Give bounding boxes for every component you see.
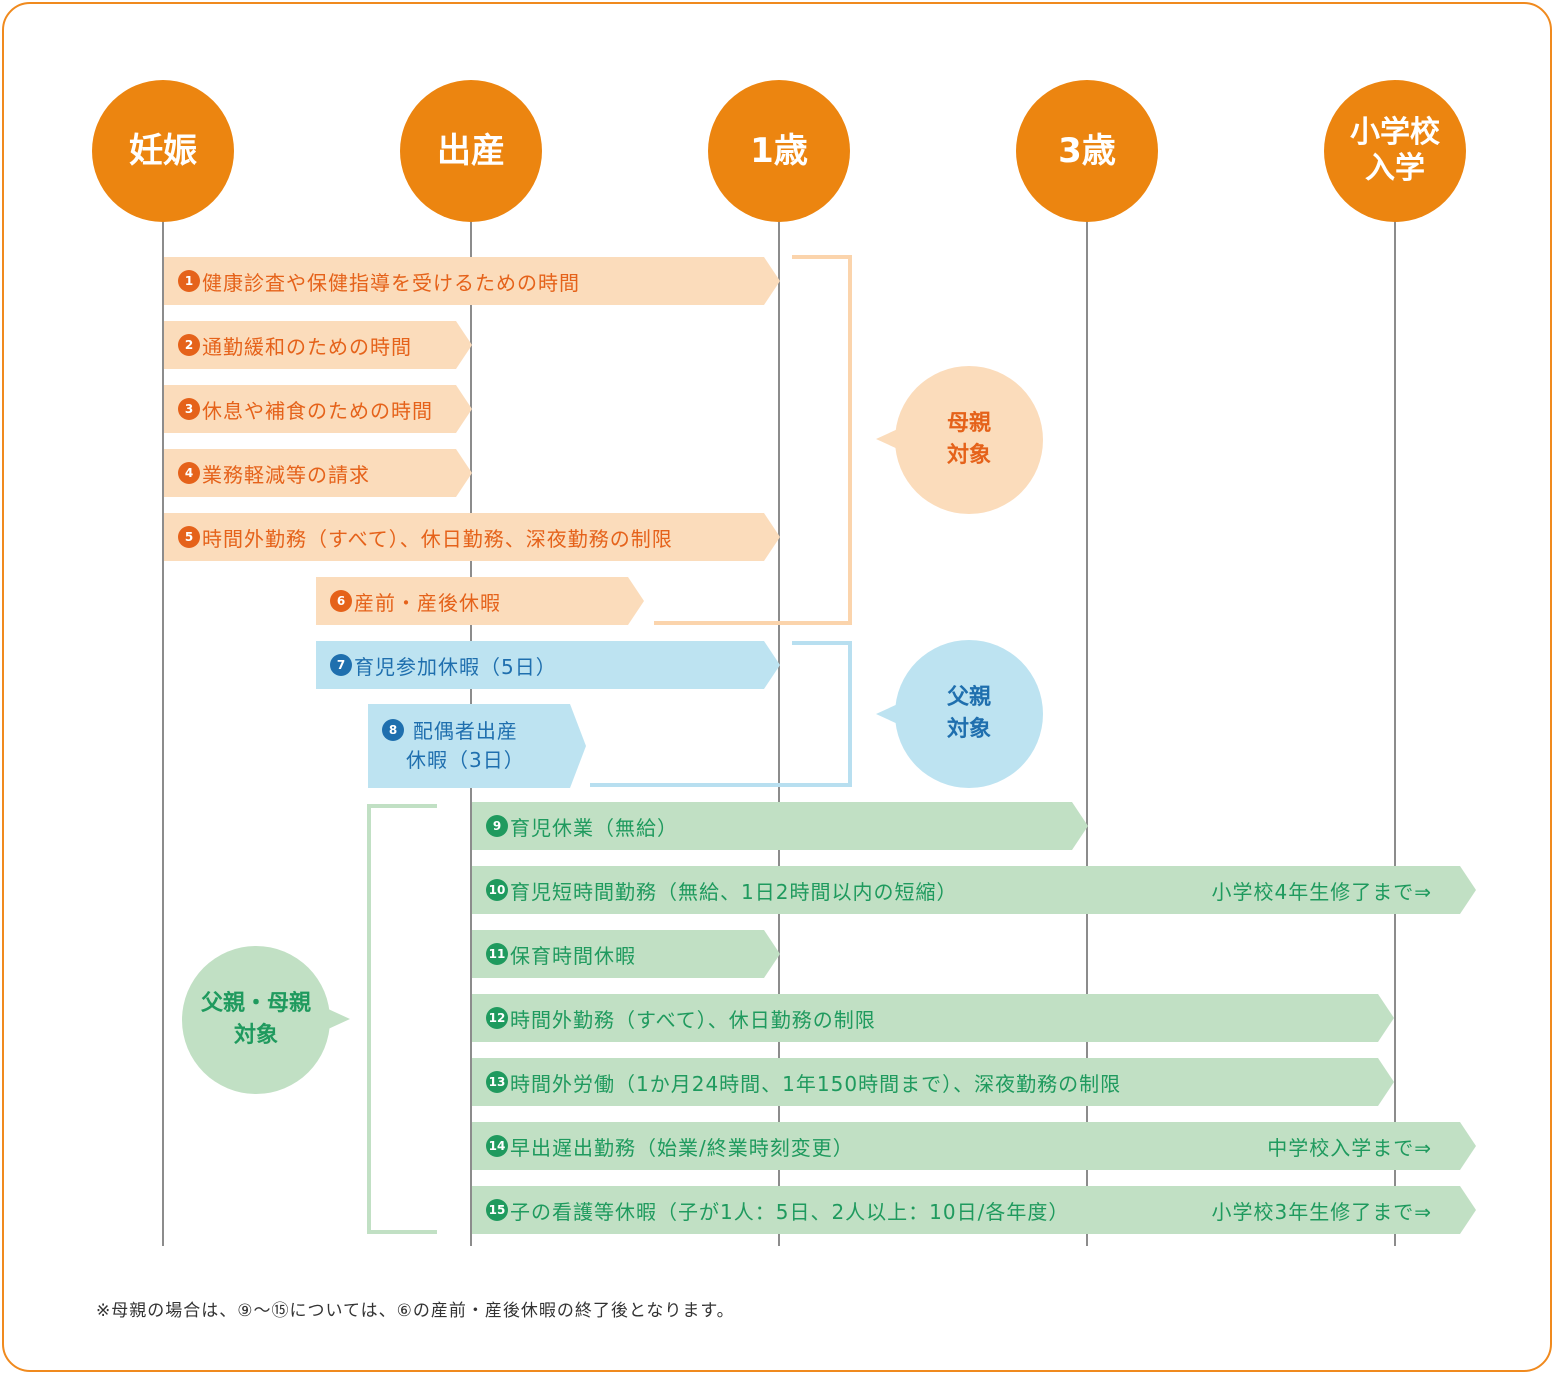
item-number-badge: 6 — [330, 590, 352, 612]
item-note: 小学校3年生修了まで⇒ — [1211, 1199, 1432, 1224]
item-label: 時間外勤務（すべて）、休日勤務、深夜勤務の制限 — [202, 526, 673, 551]
bar-item-10: 10 育児短時間勤務（無給、1日2時間以内の短縮） 小学校4年生修了まで⇒ — [472, 866, 1476, 914]
item-number-badge: 10 — [486, 879, 508, 901]
footnote: ※母親の場合は、⑨～⑮については、⑥の産前・産後休暇の終了後となります。 — [96, 1301, 735, 1321]
mother-group-bracket — [792, 255, 852, 625]
item-label: 健康診査や保健指導を受けるための時間 — [202, 270, 580, 295]
bar-item-9: 9 育児休業（無給） — [472, 802, 1088, 850]
item-number-badge: 12 — [486, 1007, 508, 1029]
item-label: 配偶者出産 休暇（3日） — [406, 719, 525, 772]
mother-group-bracket-lower — [654, 621, 852, 625]
milestone-birth: 出産 — [400, 80, 542, 222]
bar-item-12: 12 時間外勤務（すべて）、休日勤務の制限 — [472, 994, 1394, 1042]
item-label: 育児参加休暇（5日） — [354, 654, 557, 679]
item-label: 保育時間休暇 — [510, 943, 636, 968]
item-label: 休息や補食のための時間 — [202, 398, 433, 423]
item-label: 通勤緩和のための時間 — [202, 334, 412, 359]
both-group-bracket — [367, 804, 437, 1234]
both-group-bubble: 父親・母親 対象 — [182, 946, 330, 1094]
timeline-line-age1 — [778, 220, 780, 1246]
timeline-line-pregnancy — [162, 220, 164, 1246]
bar-item-13: 13 時間外労働（1か月24時間、1年150時間まで）、深夜勤務の制限 — [472, 1058, 1394, 1106]
bar-item-5: 5 時間外勤務（すべて）、休日勤務、深夜勤務の制限 — [164, 513, 780, 561]
bar-item-7: 7 育児参加休暇（5日） — [316, 641, 780, 689]
item-number-badge: 11 — [486, 943, 508, 965]
milestone-label: 出産 — [437, 131, 505, 171]
item-number-badge: 1 — [178, 270, 200, 292]
item-label: 育児休業（無給） — [510, 815, 678, 840]
item-number-badge: 7 — [330, 654, 352, 676]
bar-item-2: 2 通勤緩和のための時間 — [164, 321, 472, 369]
milestone-label: 妊娠 — [129, 131, 197, 171]
item-number-badge: 14 — [486, 1135, 508, 1157]
item-label: 産前・産後休暇 — [354, 590, 501, 615]
item-number-badge: 8 — [382, 719, 404, 741]
father-group-bubble: 父親 対象 — [895, 640, 1043, 788]
mother-bubble-tail — [876, 428, 900, 450]
bar-item-6: 6 産前・産後休暇 — [316, 577, 644, 625]
milestone-label: 3歳 — [1058, 131, 1116, 171]
bar-item-1: 1 健康診査や保健指導を受けるための時間 — [164, 257, 780, 305]
milestone-school-entry: 小学校 入学 — [1324, 80, 1466, 222]
bar-item-4: 4 業務軽減等の請求 — [164, 449, 472, 497]
item-label: 早出遅出勤務（始業/終業時刻変更） — [510, 1135, 854, 1160]
both-bubble-tail — [326, 1008, 350, 1030]
item-note: 中学校入学まで⇒ — [1267, 1135, 1432, 1160]
milestone-label: 小学校 入学 — [1350, 115, 1440, 186]
milestone-age3: 3歳 — [1016, 80, 1158, 222]
item-label: 時間外勤務（すべて）、休日勤務の制限 — [510, 1007, 876, 1032]
bar-item-15: 15 子の看護等休暇（子が1人：5日、2人以上：10日/各年度） 小学校3年生修… — [472, 1186, 1476, 1234]
item-label: 子の看護等休暇（子が1人：5日、2人以上：10日/各年度） — [510, 1199, 1070, 1224]
item-label: 時間外労働（1か月24時間、1年150時間まで）、深夜勤務の制限 — [510, 1071, 1122, 1096]
father-bubble-tail — [876, 703, 900, 725]
mother-group-bubble: 母親 対象 — [895, 366, 1043, 514]
item-number-badge: 2 — [178, 334, 200, 356]
item-label: 育児短時間勤務（無給、1日2時間以内の短縮） — [510, 879, 958, 904]
timeline-line-school — [1394, 220, 1396, 1246]
bar-item-11: 11 保育時間休暇 — [472, 930, 780, 978]
item-number-badge: 13 — [486, 1071, 508, 1093]
item-note: 小学校4年生修了まで⇒ — [1211, 879, 1432, 904]
timeline-line-age3 — [1086, 220, 1088, 1246]
milestone-label: 1歳 — [750, 131, 808, 171]
item-number-badge: 9 — [486, 815, 508, 837]
item-number-badge: 4 — [178, 462, 200, 484]
father-group-bracket-lower — [590, 783, 852, 787]
bar-item-14: 14 早出遅出勤務（始業/終業時刻変更） 中学校入学まで⇒ — [472, 1122, 1476, 1170]
milestone-pregnancy: 妊娠 — [92, 80, 234, 222]
item-number-badge: 3 — [178, 398, 200, 420]
milestone-age1: 1歳 — [708, 80, 850, 222]
father-group-bracket — [792, 641, 852, 787]
item-label: 業務軽減等の請求 — [202, 462, 370, 487]
bar-item-3: 3 休息や補食のための時間 — [164, 385, 472, 433]
item-number-badge: 5 — [178, 526, 200, 548]
bar-item-8: 8 配偶者出産 休暇（3日） — [368, 704, 586, 788]
item-number-badge: 15 — [486, 1199, 508, 1221]
